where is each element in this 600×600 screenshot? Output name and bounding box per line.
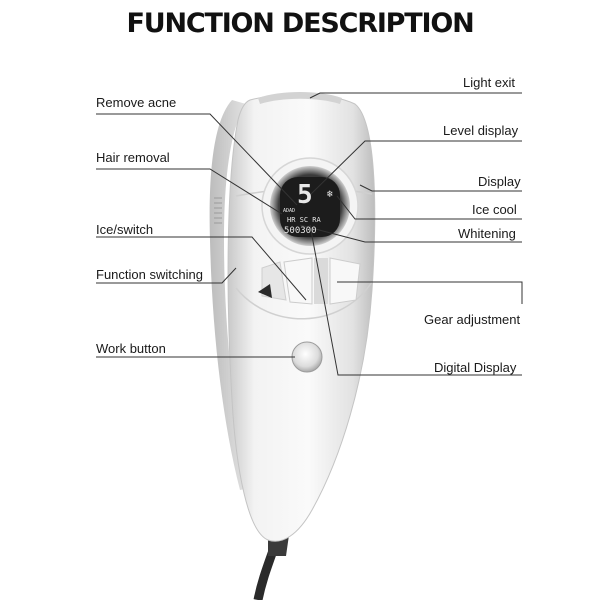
leader-level-display (309, 140, 522, 196)
label-work-button: Work button (96, 341, 166, 356)
lcd-screen (280, 177, 340, 237)
lcd-modes: HR SC RA (287, 216, 322, 224)
label-remove-acne: Remove acne (96, 95, 177, 110)
label-gear-adjustment: Gear adjustment (424, 312, 521, 327)
label-display: Display (478, 174, 521, 189)
snowflake-icon: ❄ (327, 189, 334, 200)
gear-adjust-button[interactable] (329, 257, 361, 305)
leader-lines (96, 92, 523, 376)
leader-display (359, 184, 522, 192)
label-digital-display: Digital Display (434, 360, 517, 375)
page-title: FUNCTION DESCRIPTION (126, 8, 475, 39)
light-exit-window (258, 92, 342, 104)
leader-digital-display (309, 224, 522, 376)
lcd-level: 5 (297, 180, 313, 210)
leader-whitening (299, 224, 522, 243)
label-light-exit: Light exit (463, 75, 516, 90)
work-button[interactable] (291, 341, 323, 373)
leader-remove-acne (96, 113, 298, 206)
label-ice-switch: Ice/switch (96, 222, 154, 237)
leader-ice-switch (96, 236, 307, 301)
function-switch-button[interactable] (283, 257, 313, 305)
left-arrow-icon (258, 284, 272, 298)
leader-ice-cool (336, 195, 522, 220)
label-hair-removal: Hair removal (96, 150, 170, 165)
leader-hair-removal (96, 168, 283, 215)
button-divider (314, 258, 328, 304)
leader-gear-adjustment (337, 281, 523, 304)
label-function-switching: Function switching (96, 267, 203, 282)
label-ice-cool: Ice cool (472, 202, 517, 217)
label-level-display: Level display (443, 123, 519, 138)
label-whitening: Whitening (458, 226, 516, 241)
lcd-small-left: ADAD (283, 208, 295, 214)
leader-light-exit (309, 92, 522, 99)
leader-function-switching (96, 267, 237, 284)
lcd-counter: 500300 (284, 226, 317, 236)
vent-grille (214, 197, 222, 224)
control-panel-seam (235, 281, 373, 320)
